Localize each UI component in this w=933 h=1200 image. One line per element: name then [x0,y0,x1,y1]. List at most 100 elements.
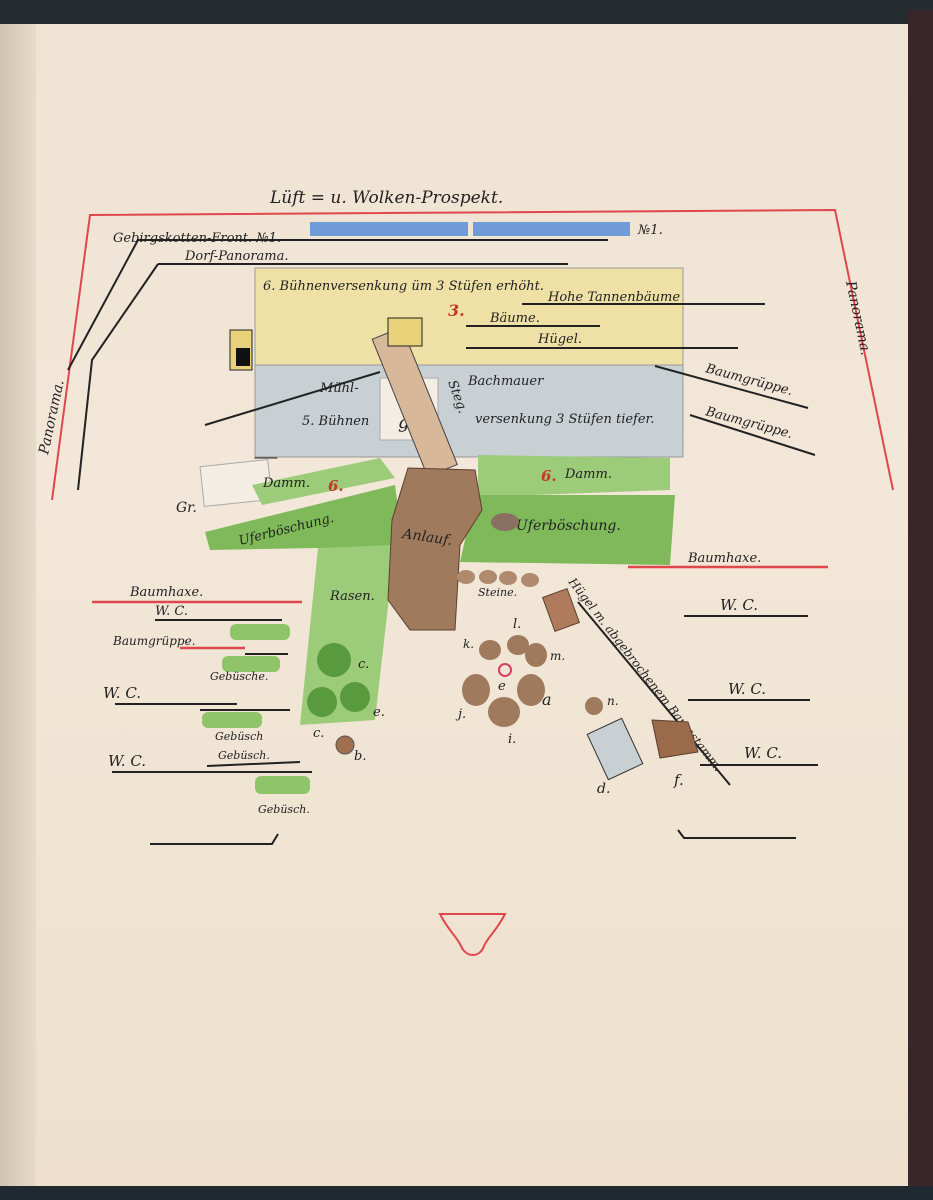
stone-3 [499,571,517,585]
baumgruppe-left-label: Baumgrüppe. [112,634,196,648]
a-label: a [542,690,552,709]
dorf-diag [77,263,159,491]
bottom-right-line [677,829,796,839]
blue-panel-left [310,222,468,236]
j-label: j. [455,707,466,722]
baumhaxe-left-label: Baumhaxe. [129,585,203,600]
stone-k [479,640,501,660]
wc-left3-label: W. C. [108,752,146,770]
rasen-label: Rasen. [329,589,375,604]
wc-right1-label: W. C. [720,596,758,614]
dorf-label: Dorf-Panorama. [184,249,289,264]
i-label: i. [508,732,516,747]
c1-label: c. [358,657,369,672]
bachmauer-label: Bachmauer [467,374,544,389]
outer-frame-line [51,208,894,501]
left-page-edge [0,24,38,1200]
book-top-edge [0,0,933,26]
k-label: k. [463,637,474,651]
gebirgs-diag [67,239,139,371]
stone-1 [457,570,475,584]
muhl-line [204,371,381,426]
paper-sheet [36,24,908,1186]
damm-left-label: Damm. [262,476,310,491]
uferboschung-left-area [205,485,405,560]
damm-right-label: Damm. [564,467,612,482]
damm-right-area [478,455,670,497]
baumgruppe1-line [654,365,809,409]
panorama-right-label: Panorama. [842,279,874,357]
baume-label: Bäume. [489,311,540,326]
stone-i [488,697,520,727]
bush-left-3 [202,712,262,728]
stone-4 [521,573,539,587]
baumgruppe1-label: Baumgrüppe. [703,361,794,399]
blue-panel-right [473,222,630,236]
steg-block [387,317,423,347]
muhl-label: Mühl- [319,381,359,396]
f-label: f. [673,771,684,789]
wc-right2-label: W. C. [728,680,766,698]
rasen-strip [300,545,395,725]
hohe-label: Hohe Tannenbäume [547,290,680,305]
bush-left-4 [255,776,310,794]
broken-trunk [651,719,699,759]
stone-j [462,674,490,706]
hugel-baum-label: Hügel m. abgebrochenem Baumstamm. [565,574,725,774]
uferboschung-right-area [460,495,675,565]
stone-n [585,697,603,715]
gebusche-label: Gebüsche. [210,670,268,683]
e2-label: e [498,679,506,694]
b1-label: b. [354,749,366,764]
stone-2 [479,570,497,584]
n-label: n. [607,694,619,708]
hugel-label: Hügel. [537,332,582,347]
wc-left2-label: W. C. [103,684,141,702]
wagon-d [586,717,644,781]
num3-label: 3. [448,301,465,320]
gebusch2-line [206,761,301,767]
stone-uferboschung [491,513,519,531]
l-label: l. [513,617,521,632]
bush-e1b [340,682,370,712]
gebirgs-label: Gebirgskotten-Front. №1. [113,231,281,246]
c2-label: c. [313,726,324,741]
gebusch1-label: Gebüsch [215,730,263,743]
anlauf-label: Anlauf. [399,526,453,549]
e1-label: e. [373,705,385,720]
stump-b [335,735,355,755]
num6-right-label: 6. [541,467,557,485]
hugel-baum-line [577,601,731,786]
no1-right-label: №1. [637,223,663,238]
book-right-edge [908,10,933,1200]
baumgruppe2-line [689,414,816,456]
bottom-left-line [150,833,279,845]
bush-c1 [317,643,351,677]
gebusch3-label: Gebüsch. [258,803,310,816]
anlauf-rock [387,467,483,631]
stone-a [517,674,545,706]
stone-m [525,643,547,667]
stone-l [507,635,529,655]
d-label: d. [597,781,610,797]
stage-section-5-blue [254,364,684,458]
prompter-box [438,913,507,956]
baumhaxe-right-label: Baumhaxe. [687,551,761,566]
dotted-block-gr [199,459,273,507]
marker-e [498,663,512,677]
uferboschung-right-label: Uferböschung. [516,518,621,534]
buhne5-label: 5. Bühnen [302,414,369,429]
wc-left1-label: W. C. [155,604,188,619]
m-label: m. [550,649,565,663]
bush-left-1 [230,624,290,640]
bush-left-2 [222,656,280,672]
wc-right3-label: W. C. [744,744,782,762]
hill-stump [541,587,581,633]
damm-left-area [252,458,395,505]
book-bottom-edge [0,1186,933,1200]
gr-label: Gr. [176,500,197,516]
versenkung-label: versenkung 3 Stüfen tiefer. [475,412,654,427]
num6-left-label: 6. [328,477,344,495]
block-left-top-dark [236,348,250,366]
